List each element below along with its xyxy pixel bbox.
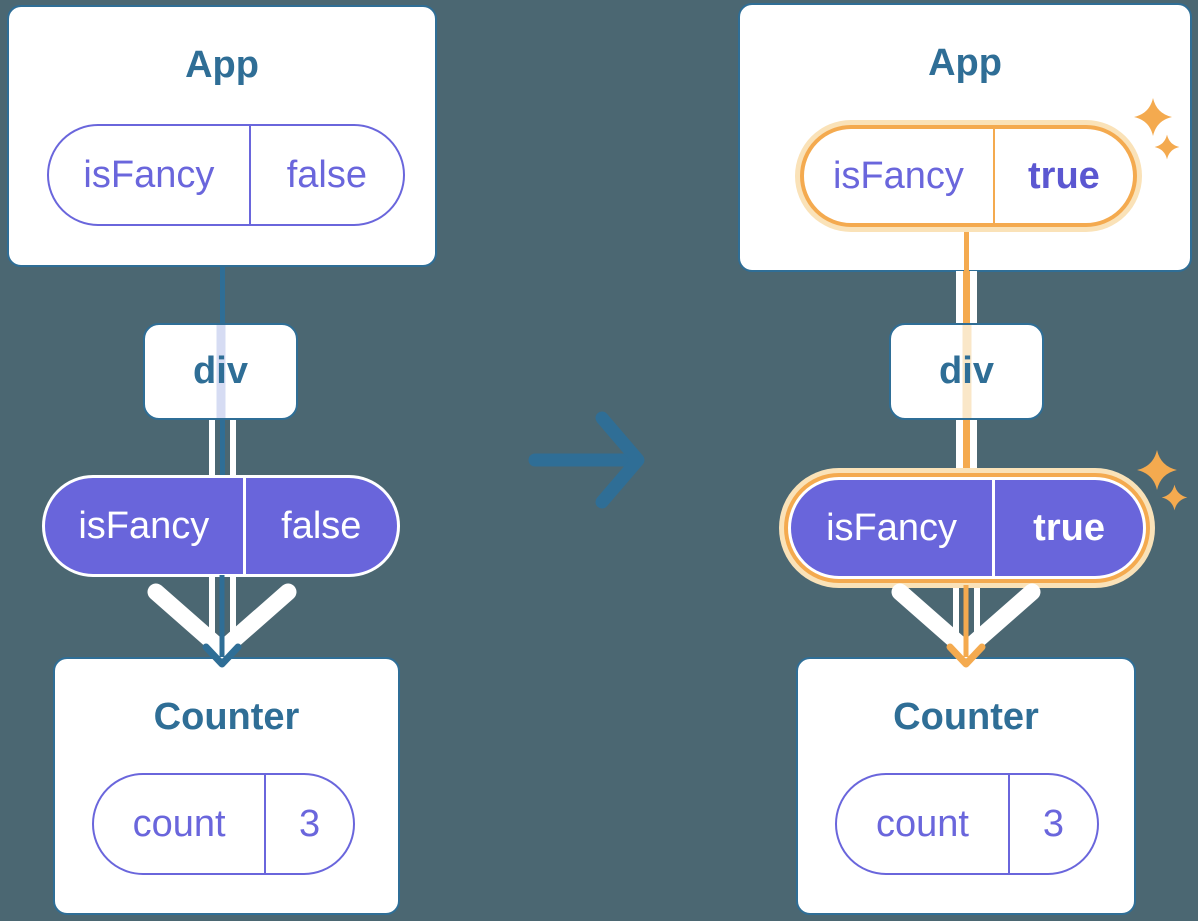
div-label: div — [939, 350, 994, 392]
state-name: count — [94, 775, 267, 873]
prop-name: isFancy — [804, 129, 995, 223]
prop-name: isFancy — [45, 478, 246, 574]
prop-flow-line — [955, 271, 963, 324]
counter-title: Counter — [893, 696, 1039, 738]
app-card: App isFancy false — [7, 5, 437, 267]
counter-title: Counter — [153, 696, 300, 738]
edge-div-counter — [219, 419, 225, 477]
sparkle-icon — [1161, 484, 1188, 511]
prop-value: false — [286, 153, 368, 196]
passed-prop-pill: isFancy false — [42, 475, 400, 577]
app-title: App — [928, 42, 1002, 84]
app-title: App — [185, 44, 259, 86]
pass-through-stripe — [962, 325, 971, 418]
prop-flow-line — [969, 271, 977, 324]
edge-app-div — [219, 266, 225, 325]
prop-value: true — [1033, 506, 1105, 549]
sparkle-icon — [1137, 450, 1177, 490]
state-value: 3 — [299, 802, 321, 845]
counter-card: Counter count 3 — [53, 657, 400, 915]
state-name: count — [837, 775, 1010, 873]
prop-name: isFancy — [791, 480, 996, 576]
state-flow-line — [962, 419, 970, 479]
prop-value: false — [281, 504, 362, 547]
pass-through-stripe — [216, 325, 225, 418]
div-label: div — [193, 350, 248, 392]
arrow-down-icon — [147, 575, 297, 668]
arrow-down-icon — [891, 583, 1041, 668]
prop-flow-line — [208, 419, 215, 477]
app-card: App isFancy true — [738, 3, 1192, 272]
state-pill: count 3 — [92, 773, 355, 875]
prop-flow-line — [229, 419, 236, 477]
app-prop-pill: isFancy false — [47, 124, 405, 226]
prop-value: true — [1028, 154, 1100, 197]
state-flow-line — [962, 271, 970, 324]
sparkle-icon — [1154, 134, 1180, 160]
state-pill: count 3 — [835, 773, 1099, 875]
div-node: div — [143, 323, 298, 420]
prop-flow-line — [208, 575, 215, 640]
counter-card: Counter count 3 — [796, 657, 1136, 915]
passed-prop-pill-highlighted: isFancy true — [788, 477, 1146, 579]
arrow-right-icon — [528, 411, 645, 509]
prop-flow-line — [952, 588, 959, 640]
prop-flow-line — [229, 575, 236, 640]
state-flow-line — [963, 229, 969, 272]
app-prop-pill-highlighted: isFancy true — [800, 125, 1137, 227]
div-node: div — [889, 323, 1044, 420]
state-value: 3 — [1042, 802, 1064, 845]
prop-flow-line — [973, 588, 980, 640]
sparkle-icon — [1134, 98, 1172, 136]
prop-flow-line — [969, 419, 977, 479]
prop-name: isFancy — [49, 126, 251, 224]
prop-flow-line — [955, 419, 963, 479]
